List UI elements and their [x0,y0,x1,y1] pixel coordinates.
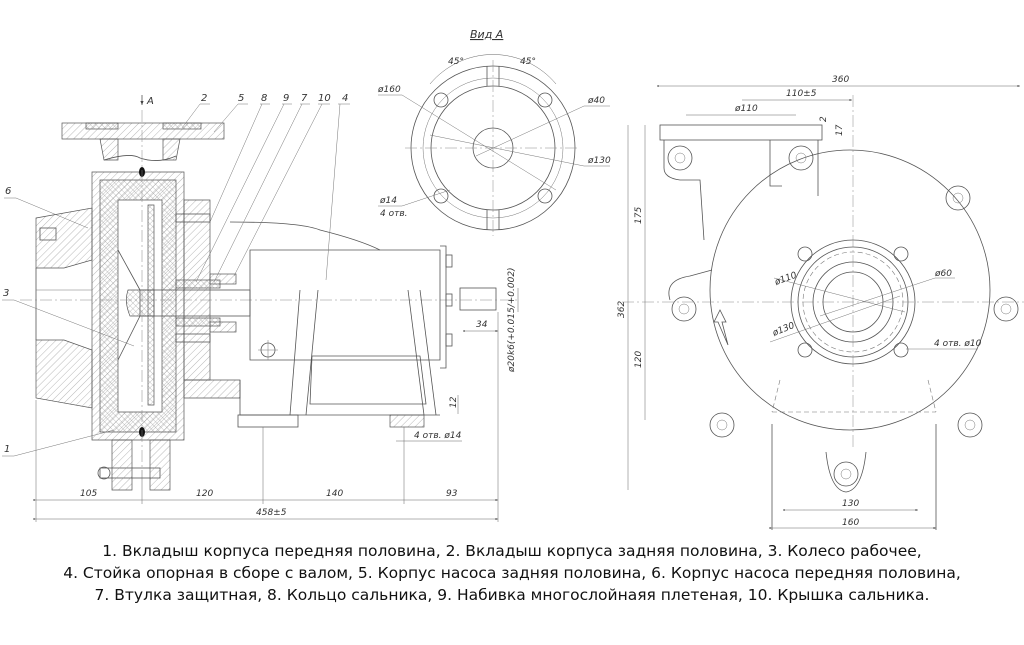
inlet-flange-top [35,207,93,269]
view-a-d40: ø40 [587,96,605,106]
part-label-3: 3 [3,288,9,299]
dim-width-360: 360 [832,75,849,85]
dim-base-160: 160 [842,518,859,528]
view-a: Вид А 45° 45° ø160 ø40 ø130 ø14 4 отв. [377,28,611,236]
pump-assembly-drawing: A [2,28,1024,530]
dim-offset: 110±5 [786,89,817,99]
dim-2: 2 [819,116,829,122]
view-a-hole-count: 4 отв. [380,209,408,219]
view-a-hole-dia: ø14 [379,196,397,206]
view-a-marker: A [146,96,154,107]
part-label-9: 9 [283,93,289,104]
part-label-7: 7 [301,93,308,104]
view-a-title: Вид А [470,28,503,41]
section-view: A [2,93,520,522]
dim-foot-holes: 4 отв. ø14 [414,431,462,441]
dim-120: 120 [196,489,213,499]
view-a-angle-left: 45° [448,57,464,67]
part-label-2: 2 [201,93,207,104]
parts-legend: 1. Вкладыш корпуса передняя половина, 2.… [0,540,1024,606]
foot-left [237,414,299,428]
dim-base-130: 130 [842,499,859,509]
dim-shaft-length: 34 [476,320,488,330]
dim-overall: 458±5 [256,508,287,518]
dim-175: 175 [634,207,644,224]
dim-shaft-diameter: ø20k6(+0.015/+0.002) [507,267,517,373]
dim-140: 140 [326,489,343,499]
view-a-d160: ø160 [377,85,401,95]
part-label-8: 8 [261,93,267,104]
dim-flange-dia: ø110 [734,104,758,114]
part-label-6: 6 [5,186,11,197]
bearing-housing [249,249,441,361]
legend-line-2: 4. Стойка опорная в сборе с валом, 5. Ко… [63,564,961,582]
dim-foot-height: 12 [449,396,459,408]
dim-93: 93 [446,489,458,499]
view-a-d130: ø130 [587,156,611,166]
shaft-end [459,287,497,311]
legend-line-1: 1. Вкладыш корпуса передняя половина, 2.… [102,542,922,560]
part-label-4: 4 [342,93,348,104]
dim-inner-d110: ø110 [773,271,799,289]
dim-120-vert: 120 [634,351,644,368]
legend-line-3: 7. Втулка защитная, 8. Кольцо сальника, … [94,586,930,604]
foot-right [389,414,425,428]
section-dimensions: 105 120 140 93 458±5 34 ø20k6(+0.015/+0.… [33,267,519,522]
dim-holes-d10: 4 отв. ø10 [934,339,982,349]
bolt-lower [175,333,211,343]
part-label-10: 10 [318,93,331,104]
part-label-5: 5 [238,93,244,104]
gland-cover [209,273,237,285]
front-view: 360 110±5 ø110 2 17 175 362 120 ø110 ø60… [617,75,1024,530]
dim-105: 105 [80,489,97,499]
dim-362: 362 [617,301,627,318]
dim-inner-d60: ø60 [934,269,952,279]
front-dimensions: 360 110±5 ø110 2 17 175 362 120 ø110 ø60… [617,75,1020,529]
view-a-angle-right: 45° [520,57,536,67]
dim-inner-d130: ø130 [770,321,796,339]
bolt-upper [175,213,211,223]
dim-17: 17 [835,124,845,136]
part-label-1: 1 [4,444,10,455]
part-leaders: 2 5 8 9 7 10 4 6 3 1 [2,93,350,457]
inlet-flange-bottom [35,339,93,409]
